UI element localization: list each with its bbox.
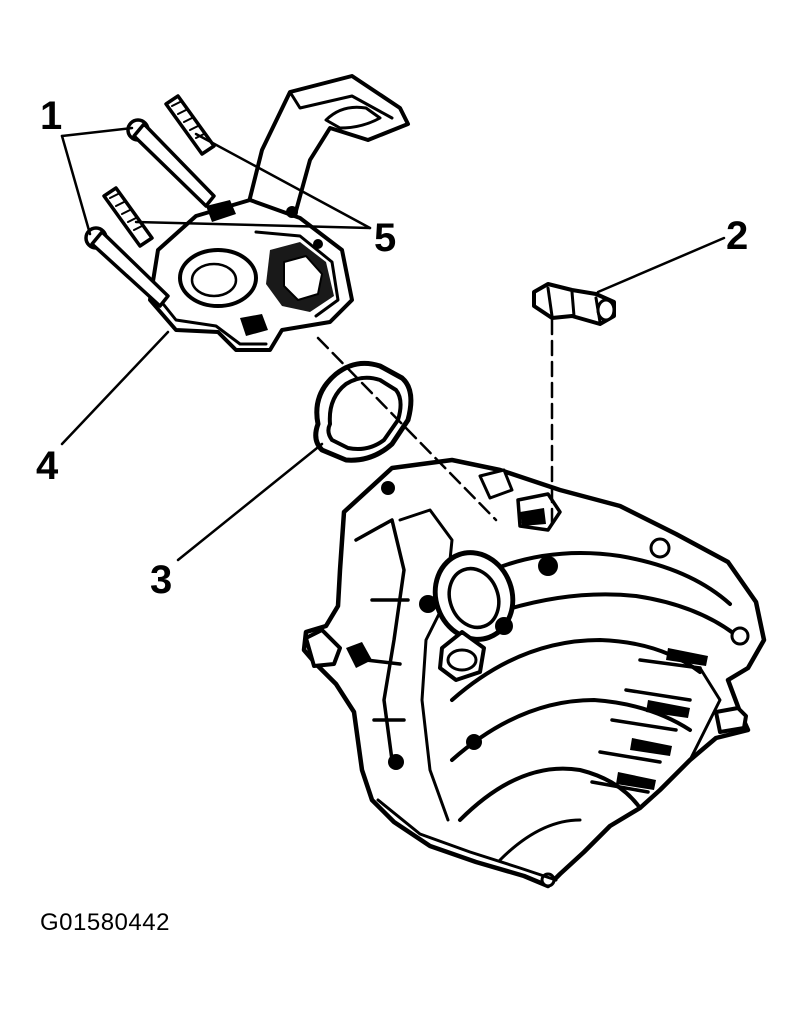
callout-4: 4 xyxy=(36,444,59,488)
callout-2: 2 xyxy=(726,214,749,258)
callout-1: 1 xyxy=(40,94,63,138)
gasket xyxy=(313,360,414,463)
stud-upper xyxy=(164,94,216,156)
callout-3: 3 xyxy=(150,558,173,602)
bracket-housing xyxy=(84,74,410,352)
callout-5: 5 xyxy=(374,216,397,260)
stud-lower xyxy=(102,186,154,248)
alignment-lines xyxy=(316,318,554,532)
bolt-upper xyxy=(126,118,216,208)
leader-lines xyxy=(60,126,726,562)
figure-id-label: G01580442 xyxy=(40,909,170,936)
intake-manifold xyxy=(301,457,767,889)
sensor xyxy=(532,282,616,326)
